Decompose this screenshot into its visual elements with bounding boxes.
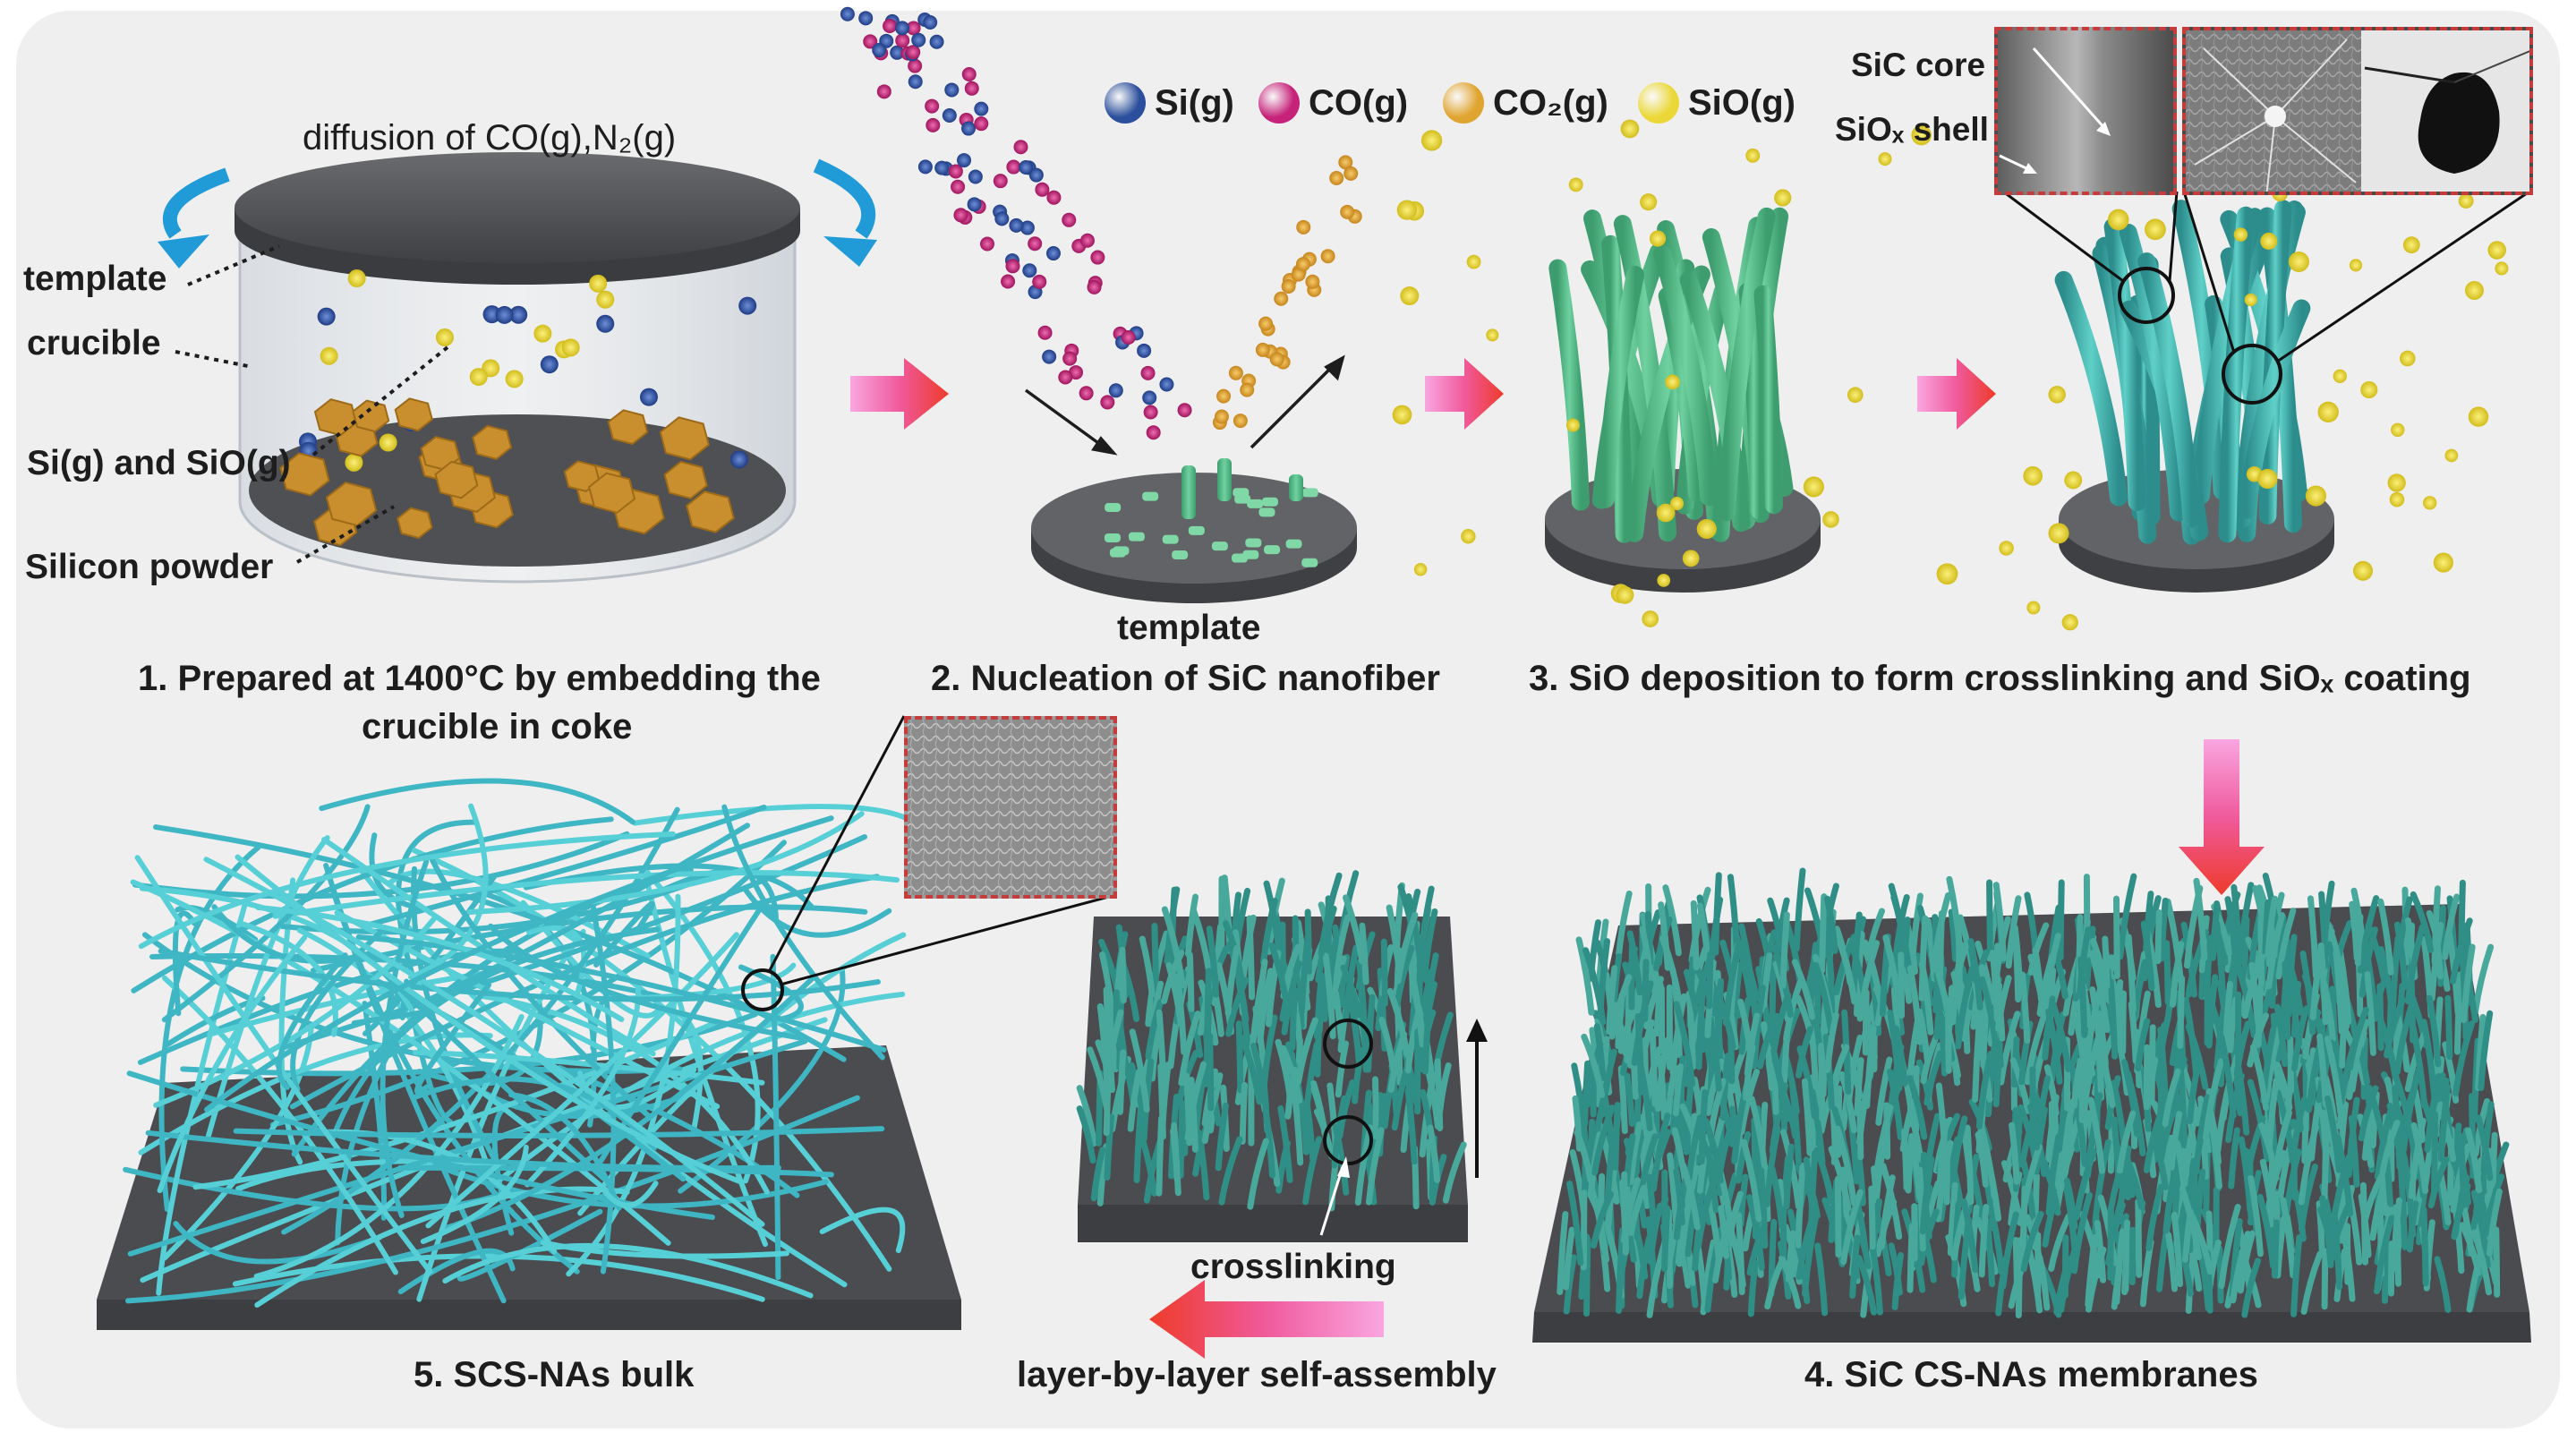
legend-swatch xyxy=(1443,82,1484,124)
legend-label: CO₂(g) xyxy=(1493,82,1608,123)
legend-item: SiO(g) xyxy=(1638,82,1796,124)
bulk-block xyxy=(97,715,1116,1330)
sic-nuclei xyxy=(1104,458,1318,567)
membrane-array xyxy=(1532,867,2531,1343)
legend-swatch xyxy=(1105,82,1146,124)
template-label: template xyxy=(23,260,167,298)
siox-shell-label: SiOₓ shell xyxy=(1835,111,1989,148)
fiber-cluster-green xyxy=(1545,207,1821,593)
flow-arrows xyxy=(1024,354,1345,456)
legend-label: CO(g) xyxy=(1309,82,1409,123)
step1-caption-line1: 1. Prepared at 1400°C by embedding the xyxy=(138,659,821,698)
step2-caption: 2. Nucleation of SiC nanofiber xyxy=(931,659,1440,698)
bulk-micrograph-art xyxy=(908,720,1113,895)
step5-caption: 5. SCS-NAs bulk xyxy=(414,1355,695,1394)
legend-swatch xyxy=(1638,82,1679,124)
self-assembly-array xyxy=(1076,870,1488,1242)
legend-label: Si(g) xyxy=(1155,82,1234,123)
nucleation-template-label: template xyxy=(1117,609,1261,647)
crucible-leader-lines xyxy=(175,244,449,564)
self-assembly-caption: layer-by-layer self-assembly xyxy=(1017,1355,1497,1394)
legend-item: Si(g) xyxy=(1105,82,1234,124)
legend-item: CO₂(g) xyxy=(1443,82,1608,124)
silicon-powder-label: Silicon powder xyxy=(25,548,274,586)
crosslinking-label: crosslinking xyxy=(1190,1248,1396,1286)
bulk-micrograph-inset xyxy=(904,716,1117,899)
gas-streams xyxy=(840,6,1362,440)
legend-item: CO(g) xyxy=(1258,82,1408,124)
step3-caption: 3. SiO deposition to form crosslinking a… xyxy=(1529,659,2471,698)
legend-label: SiO(g) xyxy=(1688,82,1796,123)
diffusion-label: diffusion of CO(g),N₂(g) xyxy=(303,118,677,158)
legend-swatch xyxy=(1258,82,1300,124)
step1-caption-line2: crucible in coke xyxy=(362,707,633,746)
process-arrows xyxy=(850,358,2265,1359)
crosslink-micrograph-art xyxy=(2186,30,2529,192)
sic-core-label: SiC core xyxy=(1851,47,1986,83)
crucible-illustration xyxy=(158,152,877,584)
core-shell-arrows xyxy=(1999,47,2111,174)
gas-source-label: Si(g) and SiO(g) xyxy=(27,444,291,482)
crosslink-micrograph-inset xyxy=(2182,27,2533,195)
crucible-label: crucible xyxy=(27,324,161,362)
fiber-cluster-teal xyxy=(2002,190,2530,593)
step4-caption: 4. SiC CS-NAs membranes xyxy=(1804,1355,2258,1394)
crucible-particles xyxy=(279,269,757,547)
sic-core-micrograph-inset xyxy=(1994,27,2177,195)
